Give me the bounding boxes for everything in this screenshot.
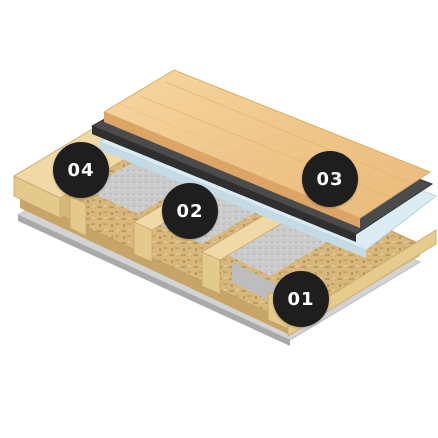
callout-marker-03: 03 — [302, 151, 358, 207]
callout-marker-04: 04 — [53, 142, 109, 198]
callout-marker-01: 01 — [273, 271, 329, 327]
callout-marker-02: 02 — [162, 183, 218, 239]
